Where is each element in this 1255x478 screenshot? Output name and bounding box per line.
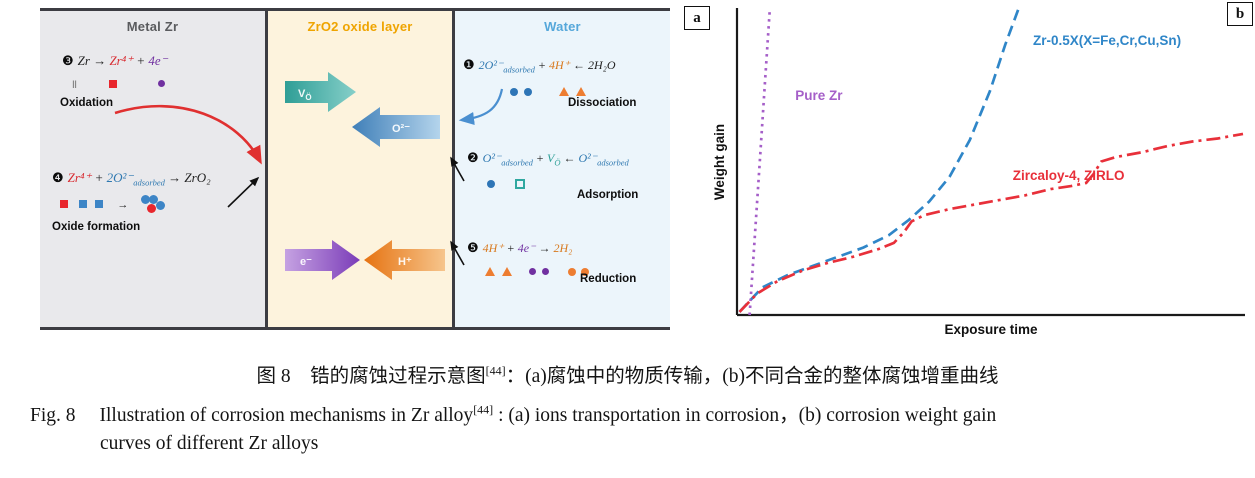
electron-icon bbox=[157, 80, 165, 88]
proton-icon bbox=[576, 87, 587, 97]
figure-number: Fig. 8 bbox=[30, 405, 76, 426]
step-4-badge: ❹ bbox=[52, 170, 64, 185]
step-1-badge: ❶ bbox=[463, 57, 475, 72]
reaction-dissociation-label: Dissociation bbox=[568, 97, 637, 109]
series-label-pure-zr: Pure Zr bbox=[795, 88, 843, 103]
zr-ion-icon bbox=[60, 200, 68, 208]
water-region-title: Water bbox=[544, 19, 581, 34]
proton-icon bbox=[558, 87, 569, 97]
reaction-oxidation-label: Oxidation bbox=[60, 97, 114, 109]
oxygen-vacancy-icon bbox=[515, 178, 526, 189]
x-axis-label: Exposure time bbox=[944, 322, 1038, 337]
reaction-adsorption-symbols bbox=[487, 175, 526, 189]
series-label-zr-0-5x-x-fe-cr-cu-sn-: Zr-0.5X(X=Fe,Cr,Cu,Sn) bbox=[1033, 33, 1181, 48]
caption-english-line2: curves of different Zr alloys bbox=[100, 433, 319, 454]
reaction-reduction-symbols bbox=[485, 263, 590, 277]
reaction-adsorption-label: Adsorption bbox=[577, 189, 639, 201]
zro2-cluster-icon bbox=[140, 195, 167, 213]
proton-icon bbox=[502, 267, 513, 277]
metal-lattice-icon: ‖ bbox=[72, 80, 77, 91]
oxygen-ion-icon bbox=[79, 200, 88, 208]
metal-region: Metal Zr bbox=[40, 11, 265, 327]
reaction-oxide-formation-label: Oxide formation bbox=[52, 221, 141, 233]
panel-a-label: a bbox=[684, 6, 710, 30]
weight-gain-chart: Exposure time Weight gain Pure Zr Zr-0.5X… bbox=[712, 7, 1245, 337]
oxide-layer-region: ZrO2 oxide layer bbox=[265, 11, 455, 327]
oxide-region-title: ZrO2 oxide layer bbox=[307, 19, 413, 34]
series-line-zircaloy-4-zirlo bbox=[738, 132, 1244, 313]
oxygen-ion-icon bbox=[487, 179, 495, 188]
proton-icon bbox=[485, 267, 495, 277]
metal-region-title: Metal Zr bbox=[126, 19, 179, 34]
step-5-badge: ❺ bbox=[467, 240, 479, 255]
reaction-oxide-formation-symbols: → bbox=[60, 195, 167, 213]
oxygen-ion-icon bbox=[510, 87, 518, 96]
panel-b-label: b bbox=[1227, 2, 1253, 26]
reaction-dissociation-symbols bbox=[510, 83, 587, 97]
series-label-zircaloy-4-zirlo: Zircaloy-4, ZIRLO bbox=[1013, 168, 1125, 183]
reaction-reduction-label: Reduction bbox=[580, 273, 637, 285]
electron-icon bbox=[542, 268, 550, 276]
step-2-badge: ❷ bbox=[467, 150, 479, 165]
hydrogen-molecule-icon bbox=[581, 267, 590, 276]
series-line-pure-zr bbox=[748, 7, 772, 316]
y-axis-label: Weight gain bbox=[712, 124, 727, 200]
electron-icon bbox=[528, 268, 536, 276]
caption-chinese: 图 8 锆的腐蚀过程示意图[44]：(a)腐蚀中的物质传输，(b)不同合金的整体… bbox=[256, 363, 999, 388]
arrow-right-icon: → bbox=[117, 199, 129, 212]
oxygen-ion-icon bbox=[524, 87, 533, 96]
hydrogen-molecule-icon bbox=[567, 267, 576, 276]
zr-ion-icon bbox=[109, 79, 118, 88]
step-3-badge: ❸ bbox=[62, 53, 74, 68]
oxygen-ion-icon bbox=[94, 200, 103, 208]
reaction-oxidation-symbols: ‖ bbox=[72, 75, 165, 91]
series-line-zr-0-5x-x-fe-cr-cu-sn- bbox=[738, 7, 1021, 313]
